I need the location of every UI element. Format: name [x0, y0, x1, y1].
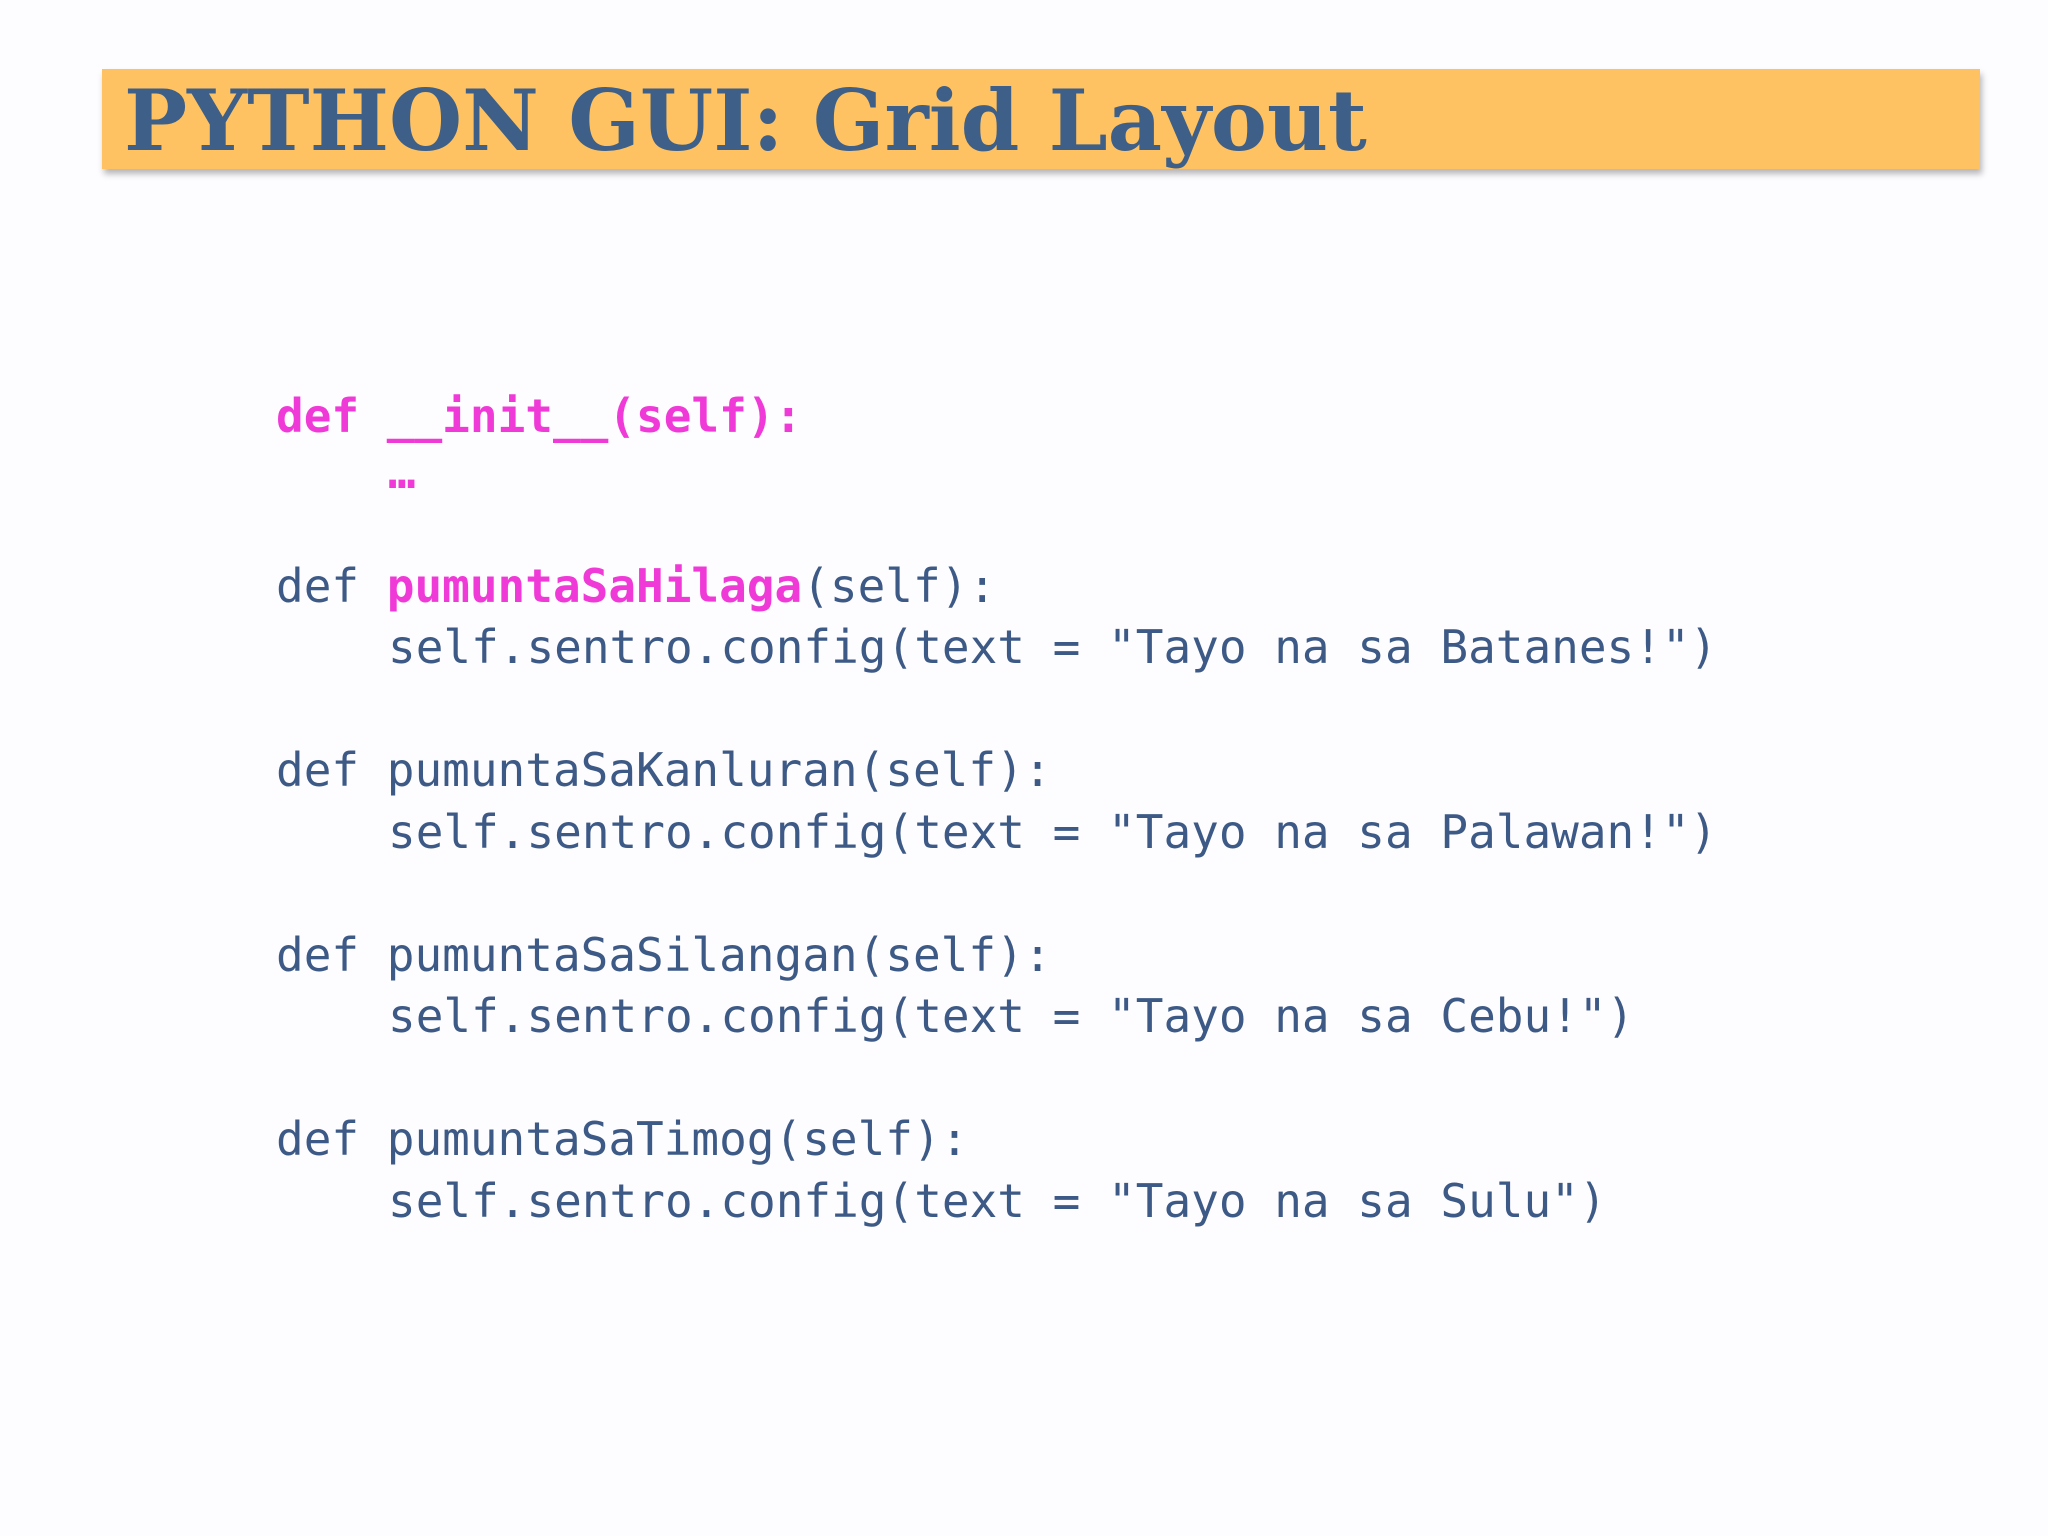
def-keyword: def: [276, 1112, 387, 1166]
title-bar: [102, 69, 1980, 169]
method-params: (self):: [857, 743, 1052, 797]
method-body-timog: self.sentro.config(text = "Tayo na sa Su…: [388, 1174, 1607, 1228]
code-line-method-def: def pumuntaSaTimog(self):: [276, 1108, 968, 1170]
init-signature: __init__(self):: [386, 389, 803, 443]
def-keyword: def: [276, 928, 387, 982]
method-name-hilaga: pumuntaSaHilaga: [386, 559, 803, 613]
method-params: (self):: [802, 559, 997, 613]
method-body-silangan: self.sentro.config(text = "Tayo na sa Ce…: [388, 989, 1635, 1043]
code-line-method-body: self.sentro.config(text = "Tayo na sa Ba…: [276, 616, 1717, 678]
code-line-ellipsis: …: [276, 441, 416, 503]
method-body-hilaga: self.sentro.config(text = "Tayo na sa Ba…: [388, 620, 1718, 674]
def-keyword: def: [276, 743, 387, 797]
code-block: def __init__(self): … def pumuntaSaHilag…: [276, 385, 1717, 1519]
method-name-kanluran: pumuntaSaKanluran: [386, 743, 858, 797]
code-line-init-def: def __init__(self):: [276, 385, 802, 447]
code-line-method-def: def pumuntaSaHilaga(self):: [276, 555, 996, 617]
def-keyword: def: [276, 559, 387, 613]
method-params: (self):: [857, 928, 1052, 982]
slide-title: PYTHON GUI: Grid Layout: [124, 71, 1367, 170]
def-keyword: def: [276, 389, 360, 443]
method-name-timog: pumuntaSaTimog: [386, 1112, 775, 1166]
code-line-method-def: def pumuntaSaSilangan(self):: [276, 924, 1051, 986]
method-params: (self):: [774, 1112, 969, 1166]
ellipsis: …: [388, 445, 416, 499]
code-line-method-def: def pumuntaSaKanluran(self):: [276, 739, 1051, 801]
code-line-method-body: self.sentro.config(text = "Tayo na sa Su…: [276, 1170, 1607, 1232]
code-line-method-body: self.sentro.config(text = "Tayo na sa Pa…: [276, 801, 1717, 863]
method-body-kanluran: self.sentro.config(text = "Tayo na sa Pa…: [388, 805, 1718, 859]
method-name-silangan: pumuntaSaSilangan: [386, 928, 858, 982]
code-line-method-body: self.sentro.config(text = "Tayo na sa Ce…: [276, 985, 1634, 1047]
